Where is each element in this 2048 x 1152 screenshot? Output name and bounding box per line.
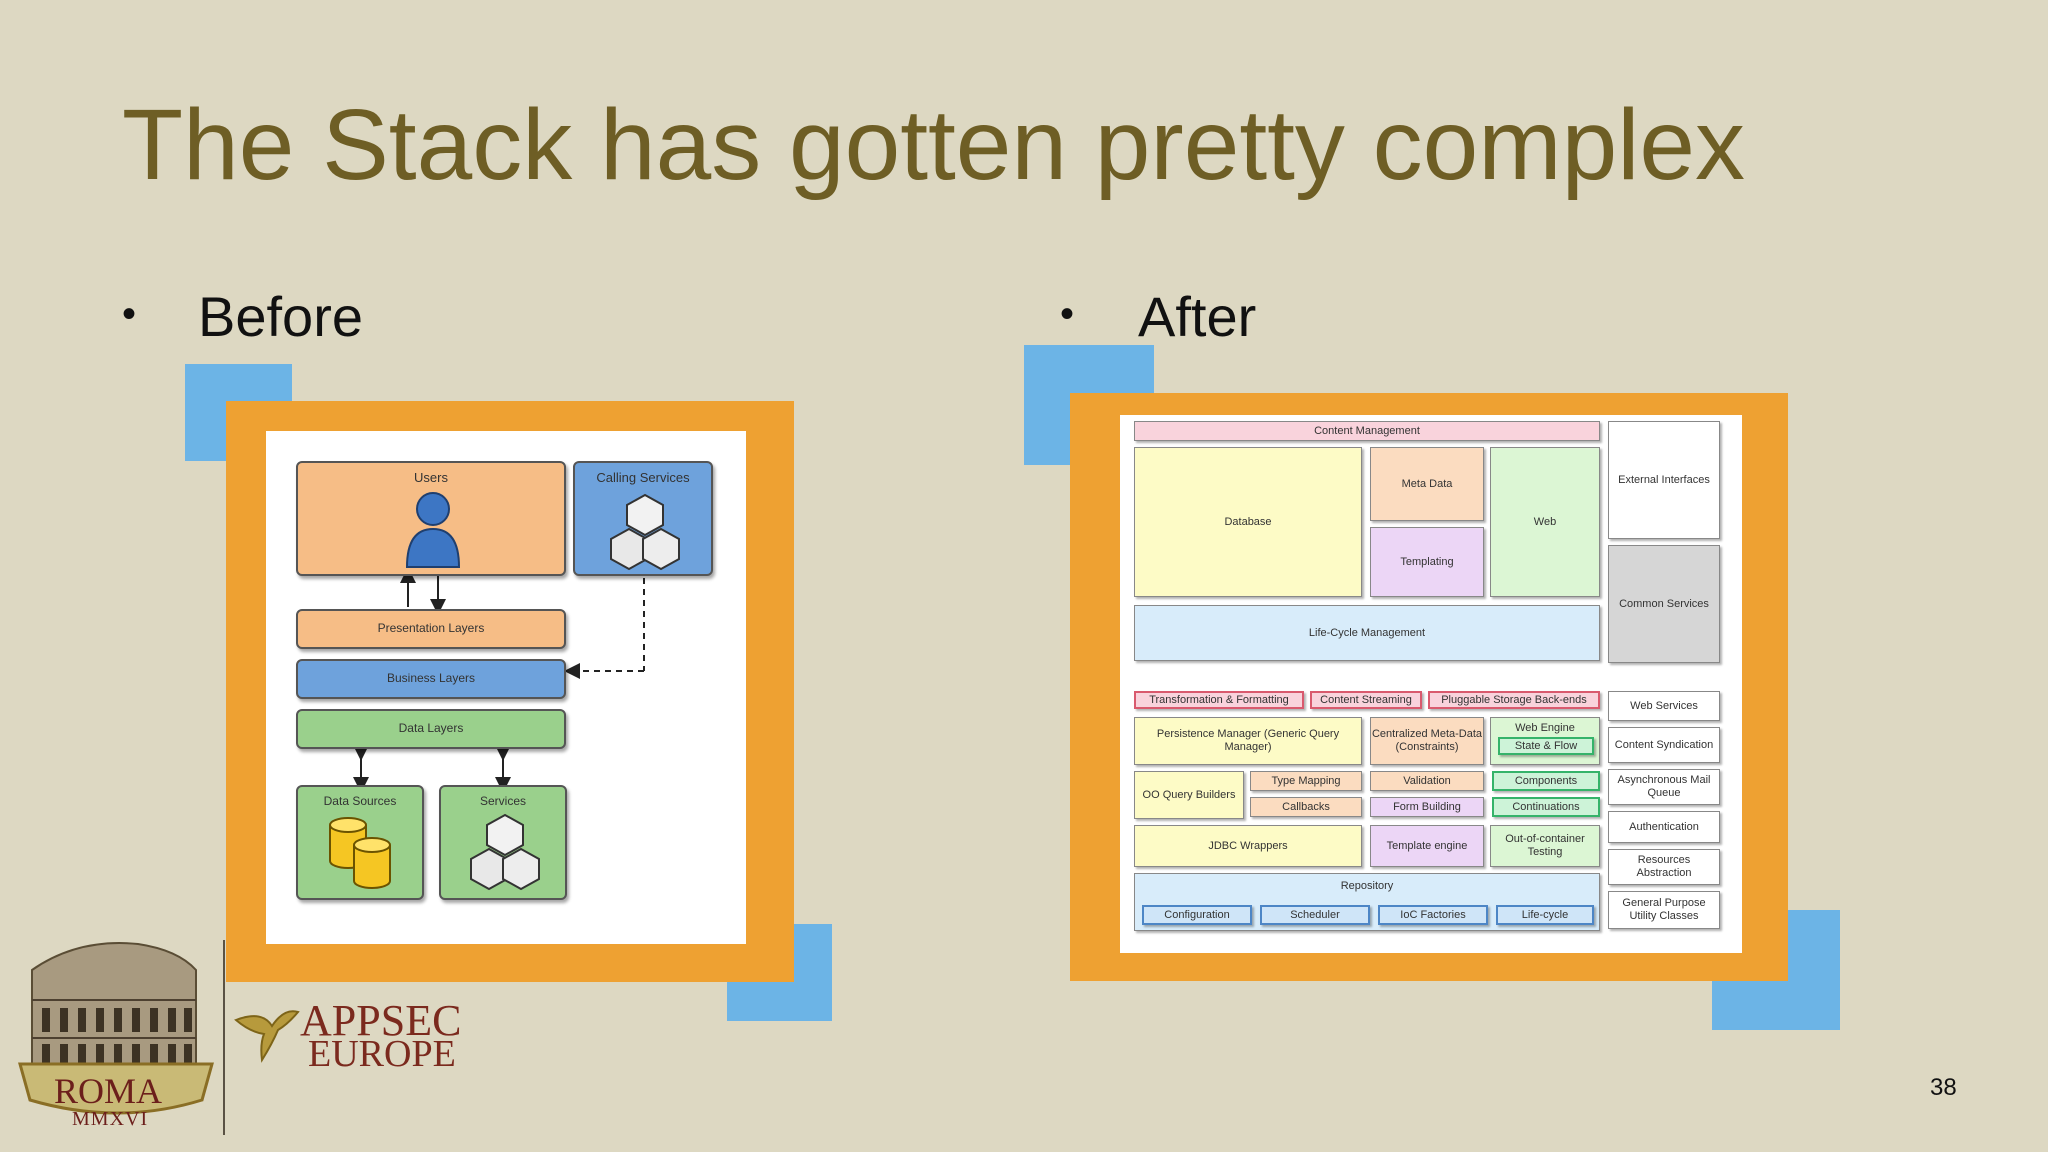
general-purpose-utility: General Purpose Utility Classes [1608, 891, 1720, 929]
type-mapping: Type Mapping [1250, 771, 1362, 791]
template-engine: Template engine [1370, 825, 1484, 867]
data-sources-box: Data Sources [296, 785, 424, 900]
appsec-text: APPSEC [300, 996, 462, 1045]
form-building: Form Building [1370, 797, 1484, 817]
lifecycle-management: Life-Cycle Management [1134, 605, 1600, 661]
after-diagram: Content Management Database Meta Data Te… [1120, 415, 1742, 953]
pluggable-storage: Pluggable Storage Back-ends [1428, 691, 1600, 709]
logo-divider [223, 940, 225, 1135]
scheduler: Scheduler [1260, 905, 1370, 925]
user-icon [405, 492, 461, 568]
before-frame: Users Calling Services Presentation Laye… [226, 401, 794, 982]
colosseum-logo [18, 942, 214, 1115]
web-engine-label: Web Engine [1515, 722, 1575, 734]
ioc-factories: IoC Factories [1378, 905, 1488, 925]
resources-abstraction: Resources Abstraction [1608, 849, 1720, 885]
services-label: Services [479, 794, 526, 808]
transformation: Transformation & Formatting [1134, 691, 1304, 709]
async-mail-queue: Asynchronous Mail Queue [1608, 769, 1720, 805]
cubes-icon [610, 493, 680, 571]
bullet-after: After [1138, 285, 1257, 348]
bullet-marker-before: • [122, 292, 137, 336]
validation: Validation [1370, 771, 1484, 791]
cubes-icon [470, 813, 540, 891]
page-number: 38 [1930, 1074, 1957, 1101]
database-icon [329, 817, 391, 889]
data-layer: Data Layers [296, 709, 566, 749]
data-sources-label: Data Sources [323, 794, 397, 808]
meta-data: Meta Data [1370, 447, 1484, 521]
business-layer: Business Layers [296, 659, 566, 699]
configuration: Configuration [1142, 905, 1252, 925]
out-of-container-testing: Out-of-container Testing [1490, 825, 1600, 867]
authentication: Authentication [1608, 811, 1720, 843]
content-streaming: Content Streaming [1310, 691, 1422, 709]
year-text: MMXVI [72, 1108, 149, 1130]
before-diagram: Users Calling Services Presentation Laye… [266, 431, 746, 944]
components: Components [1492, 771, 1600, 791]
centralized-meta-data: Centralized Meta-Data (Constraints) [1370, 717, 1484, 765]
lifecycle: Life-cycle [1496, 905, 1594, 925]
laurel-bird-icon [234, 1010, 300, 1063]
before-connectors [353, 567, 645, 793]
persistence-manager: Persistence Manager (Generic Query Manag… [1134, 717, 1362, 765]
external-interfaces: External Interfaces [1608, 421, 1720, 539]
after-frame: Content Management Database Meta Data Te… [1070, 393, 1788, 981]
users-label: Users [414, 470, 448, 485]
state-flow: State & Flow [1498, 737, 1594, 755]
jdbc-wrappers: JDBC Wrappers [1134, 825, 1362, 867]
europe-text: EUROPE [308, 1033, 456, 1075]
calling-services-label: Calling Services [596, 470, 690, 485]
web: Web [1490, 447, 1600, 597]
repository-label: Repository [1340, 880, 1394, 892]
content-management: Content Management [1134, 421, 1600, 441]
slide-title: The Stack has gotten pretty complex [122, 89, 1746, 201]
common-services: Common Services [1608, 545, 1720, 663]
services-box: Services [439, 785, 567, 900]
callbacks: Callbacks [1250, 797, 1362, 817]
users-box: Users [296, 461, 566, 576]
bullet-marker-after: • [1060, 292, 1075, 336]
content-syndication: Content Syndication [1608, 727, 1720, 763]
calling-services-box: Calling Services [573, 461, 713, 576]
oo-query-builders: OO Query Builders [1134, 771, 1244, 819]
roma-text: ROMA [54, 1071, 163, 1111]
bullet-before: Before [198, 285, 363, 348]
database: Database [1134, 447, 1362, 597]
web-services: Web Services [1608, 691, 1720, 721]
continuations: Continuations [1492, 797, 1600, 817]
presentation-layer: Presentation Layers [296, 609, 566, 649]
templating: Templating [1370, 527, 1484, 597]
